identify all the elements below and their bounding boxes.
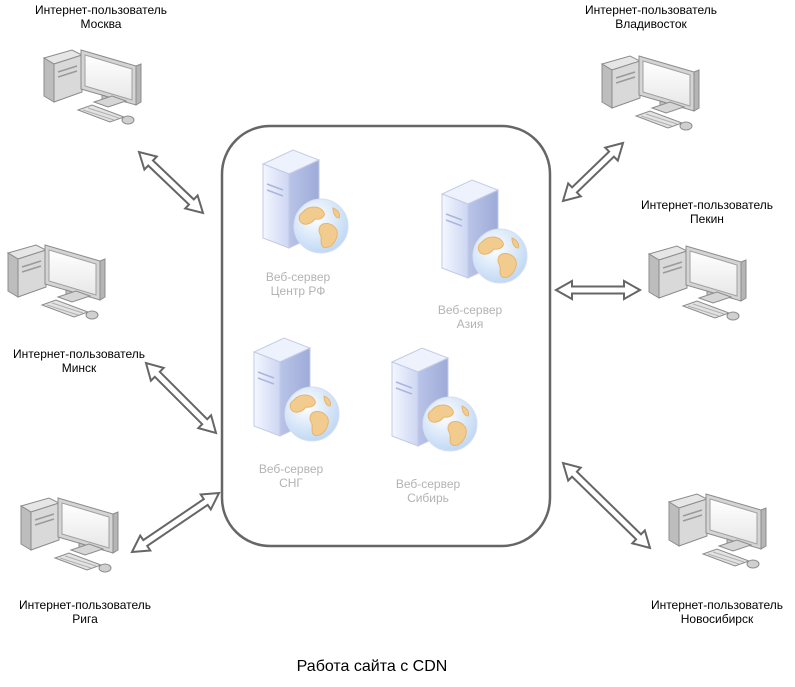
computer-moscow-icon: [43, 49, 142, 125]
diagram-caption: Работа сайта с CDN: [296, 658, 448, 675]
computer-vladivostok-icon: [601, 55, 700, 131]
arrow-moscow: [137, 150, 205, 215]
computer-riga-icon: [20, 497, 119, 573]
arrow-riga: [130, 491, 221, 554]
computer-novosibirsk-icon: [668, 493, 767, 569]
arrow-beijing: [553, 279, 643, 301]
connection-arrows: [130, 141, 652, 554]
computer-beijing-icon: [648, 245, 747, 321]
arrow-novosibirsk: [561, 461, 652, 550]
arrow-vladivostok: [561, 141, 625, 203]
arrow-minsk: [144, 361, 218, 435]
computer-minsk-icon: [7, 244, 106, 320]
